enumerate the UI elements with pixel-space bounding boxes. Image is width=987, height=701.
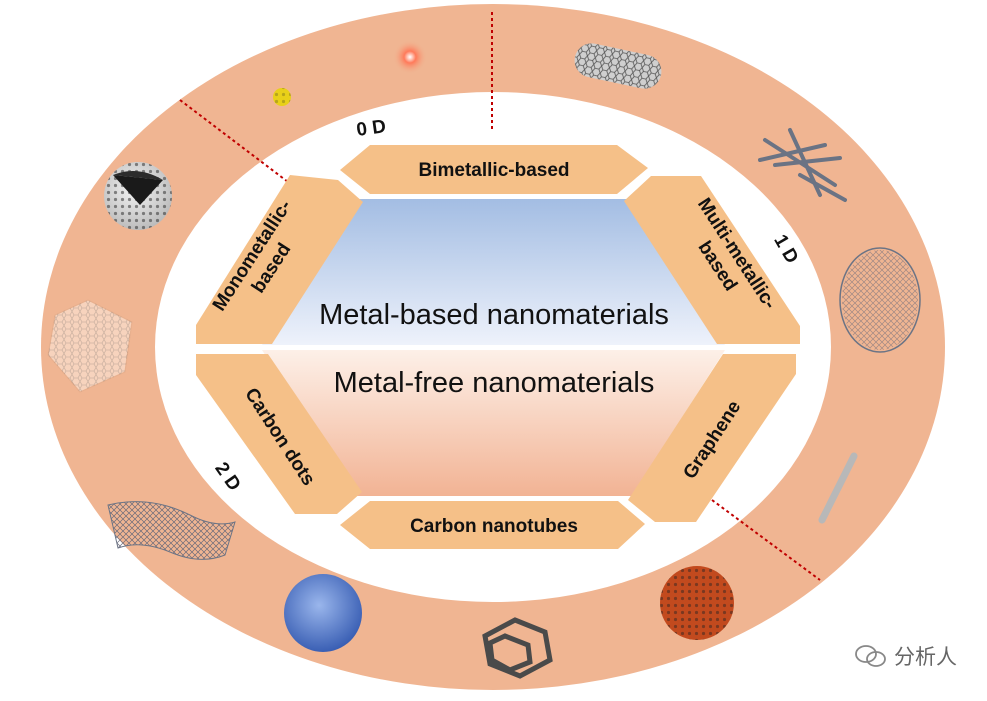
cage-polyhedron-illustration (482, 617, 553, 679)
nanorod-illustration (818, 452, 858, 524)
watermark: 分析人 (854, 641, 957, 671)
core-shell-sphere-illustration (104, 162, 172, 230)
metal-based-label: Metal-based nanomaterials (319, 299, 669, 331)
hexagon-top-half (262, 199, 725, 345)
segment-graphene (628, 354, 796, 522)
hexagon-bottom-half (262, 350, 725, 496)
glowing-sphere-illustration (393, 40, 427, 74)
segment-multimetallic (624, 176, 800, 344)
segment-carbon-dots (196, 354, 362, 514)
dimension-0d-label: 0 D (355, 116, 387, 141)
nanowire-network-illustration (758, 128, 847, 202)
porous-particle-illustration (660, 566, 734, 640)
divider-1d-2d (711, 499, 821, 581)
watermark-text: 分析人 (894, 645, 957, 669)
segment-monometallic (196, 175, 363, 344)
wechat-icon (855, 645, 886, 667)
metal-free-label: Metal-free nanomaterials (334, 367, 655, 399)
graphene-sheet-illustration (107, 501, 236, 560)
carbon-nanotubes-label: Carbon nanotubes (410, 516, 578, 537)
carbon-nanotube-illustration (574, 43, 662, 89)
segment-bimetallic (340, 145, 648, 194)
segment-carbon-nanotubes (340, 501, 645, 549)
bimetallic-label: Bimetallic-based (419, 160, 570, 181)
mesh-nanostructure-illustration (839, 247, 921, 353)
lattice-cube-illustration (47, 299, 133, 393)
gold-nanoparticle-illustration (273, 88, 291, 106)
blue-sphere-illustration (284, 574, 362, 652)
